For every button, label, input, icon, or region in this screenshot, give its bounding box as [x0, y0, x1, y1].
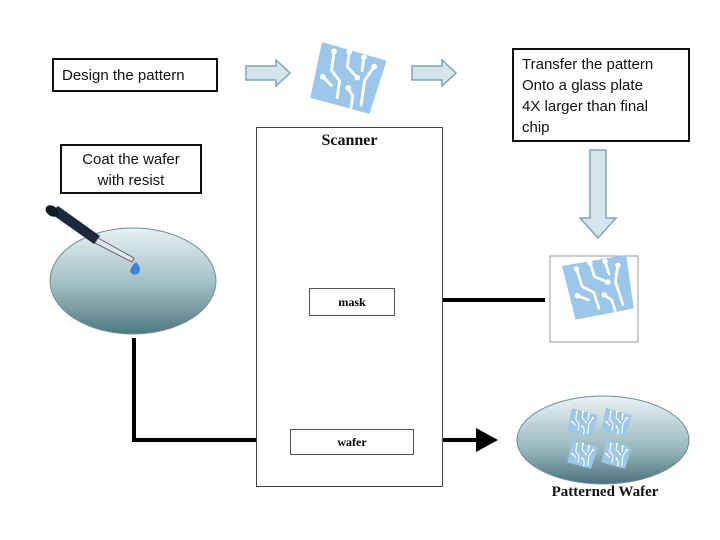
flow-arrow-2	[411, 58, 458, 88]
patterned-wafer	[516, 395, 690, 485]
coat-line-1: Coat the wafer	[82, 151, 180, 168]
wafer-disc	[49, 227, 217, 335]
transfer-line-2: Onto a glass plate	[522, 77, 643, 94]
transfer-line-4: chip	[522, 119, 550, 136]
dropper-icon	[45, 205, 140, 275]
flow-arrow-down	[578, 149, 618, 240]
transfer-line-3: 4X larger than final	[522, 98, 648, 115]
wafer-label: wafer	[290, 429, 414, 455]
design-pattern-box: Design the pattern	[52, 58, 218, 92]
scanner-title: Scanner	[321, 132, 378, 149]
mask-label: mask	[309, 288, 395, 316]
patterned-wafer-label: Patterned Wafer	[551, 484, 659, 500]
chip-pattern-icon	[307, 40, 390, 117]
design-pattern-text: Design the pattern	[62, 67, 185, 84]
transfer-line-1: Transfer the pattern	[522, 56, 654, 73]
coat-wafer-box: Coat the wafer with resist	[60, 144, 202, 194]
coat-line-2: with resist	[97, 172, 165, 189]
glass-plate	[549, 244, 644, 343]
scanner-frame	[256, 127, 443, 487]
flow-arrow-1	[245, 58, 292, 88]
transfer-pattern-box: Transfer the pattern Onto a glass plate …	[512, 48, 690, 142]
